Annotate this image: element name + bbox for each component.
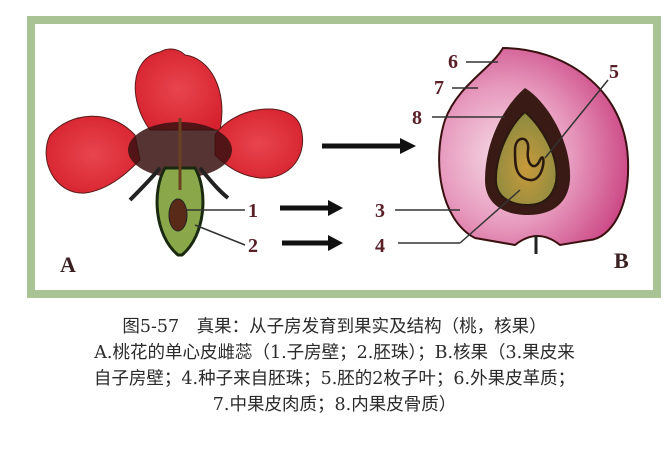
label-5: 5 <box>609 61 619 83</box>
panel-label-b: B <box>614 248 629 273</box>
label-8: 8 <box>412 107 422 129</box>
caption-line-3: 自子房壁；4.种子来自胚珠；5.胚的2枚子叶；6.外果皮革质； <box>93 369 576 389</box>
panel-label-a: A <box>60 252 76 277</box>
label-2: 2 <box>248 235 258 257</box>
label-7: 7 <box>434 77 444 99</box>
figure-caption: 图5-57 真果：从子房发育到果实及结构（桃，核果） A.桃花的单心皮雌蕊（1.… <box>0 314 669 418</box>
sepal-left <box>128 166 162 202</box>
peach-flower-pistil <box>45 48 304 257</box>
caption-title: 图5-57 真果：从子房发育到果实及结构（桃，核果） <box>122 317 547 337</box>
petal-top <box>134 48 223 131</box>
leader-lines <box>187 61 609 246</box>
label-6: 6 <box>448 51 458 73</box>
cotyledons <box>513 137 545 182</box>
label-4: 4 <box>375 235 385 257</box>
caption-line-4: 7.中果皮肉质；8.内果皮骨质） <box>212 395 457 415</box>
sepal-right <box>198 166 230 200</box>
figure-diagram: 1 2 3 4 5 6 7 8 A B <box>27 16 661 298</box>
petal-left <box>45 115 141 194</box>
peach-drupe <box>438 46 630 254</box>
label-1: 1 <box>248 200 258 222</box>
caption-line-2: A.桃花的单心皮雌蕊（1.子房壁；2.胚珠）；B.核果（3.果皮来 <box>94 343 575 363</box>
arrows <box>280 138 416 251</box>
ovule <box>168 198 188 232</box>
label-3: 3 <box>375 200 385 222</box>
petal-right <box>214 108 304 179</box>
